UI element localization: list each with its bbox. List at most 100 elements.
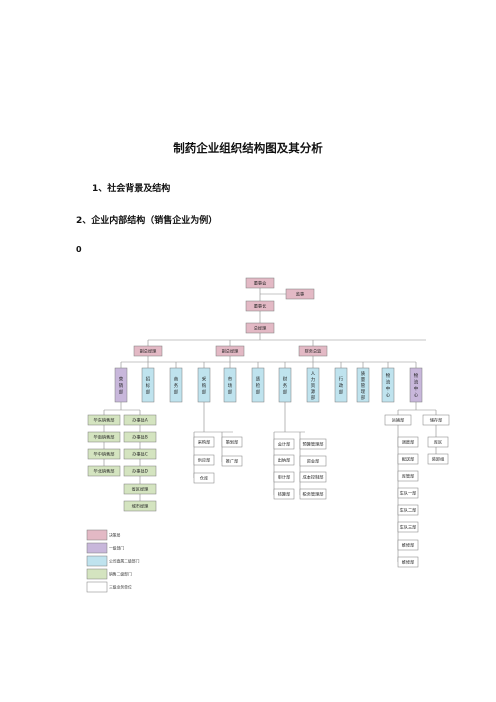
org-box-marketing-unit: 策划部 [221,436,243,448]
org-box-logistics-unit-label: 维修部 [402,559,415,566]
org-box-sales-unit-label: 华东销售部 [94,417,115,424]
org-box-sales-unit: 华南销售部 [87,431,121,443]
org-box-vp-label: 副总经理 [140,348,158,355]
org-box-finance-unit: 核算部 [273,488,295,500]
org-box-logistics-unit: 配送部 [397,453,419,465]
section-heading-structure: 2、企业内部结构（销售企业为例） [76,216,218,226]
legend-label: 公司直属二级部门 [109,559,140,564]
org-box-president-label: 总经理 [254,325,267,331]
org-box-board: 董事会 [245,277,275,289]
org-box-department: 人力资源部 [306,367,320,403]
org-box-logistics-unit: 库管部 [397,470,419,482]
org-box-logistics-unit: 库区 [427,436,449,448]
org-box-vp: 副总经理 [215,345,245,357]
org-box-department: 商务部 [169,367,183,403]
legend-label: 决策层 [109,533,121,538]
org-box-procure-unit: 采购部 [193,436,215,448]
org-box-sales-unit: 华北销售部 [87,465,121,477]
org-box-office-unit-label: 办事处D [132,468,148,475]
org-box-office-unit-label: 城市经理 [132,503,150,510]
org-box-vp: 财务总监 [298,345,328,357]
org-box-department: 质量管理部 [356,367,370,403]
org-box-department-label: 物流中心 [414,372,419,399]
org-box-logistics-unit-label: 装卸组 [432,456,445,463]
org-box-logistics-head: 储存部 [422,414,450,426]
org-box-department-label: 营销部 [119,375,124,395]
org-box-finance-unit-label: 会计部 [278,441,291,448]
org-box-finance-unit-label: 税务管理部 [303,491,324,498]
org-box-logistics-unit-label: 车队一部 [400,490,417,497]
org-box-chairman: 董事长 [245,300,275,312]
org-box-logistics-unit: 调度部 [397,436,419,448]
org-box-finance-unit: 审计部 [273,471,295,483]
org-box-department: 市场部 [223,367,237,403]
org-box-finance-unit: 预算管理部 [299,438,327,450]
org-box-office-unit: 办事处C [123,448,157,460]
org-box-sales-unit: 华东销售部 [87,414,121,426]
org-box-finance-unit: 资金部 [299,455,327,467]
org-box-office-unit: 办事处B [123,431,157,443]
org-box-office-unit: 办事处A [123,414,157,426]
org-box-logistics-head-label: 运输部 [392,417,405,424]
org-box-logistics-unit: 维修部 [397,539,419,551]
org-box-chairman-label: 董事长 [254,303,267,310]
org-box-finance-unit: 税务管理部 [299,488,327,500]
org-box-finance-unit-label: 预算管理部 [303,441,324,448]
org-box-marketing-unit-label: 推广部 [226,458,239,465]
org-box-logistics-unit-label: 调度部 [402,439,415,446]
org-box-marketing-unit-label: 策划部 [226,439,239,446]
org-box-department-label: 招标部 [146,375,151,395]
org-box-department-label: 行政部 [339,375,344,395]
org-box-department: 营销部 [114,367,128,403]
org-boxes: 董事会监事董事长总经理副总经理副总经理财务总监营销部招标部商务部采购部市场部质检… [86,277,450,593]
org-box-finance-unit-label: 出纳部 [278,457,291,464]
org-box-department: 采购部 [197,367,211,403]
org-box-logistics-unit: 车队二部 [397,504,419,516]
legend-label: 销售二级部门 [109,572,132,577]
legend-swatch [86,542,108,554]
org-box-logistics-unit: 车队三部 [397,521,419,533]
org-box-president: 总经理 [245,322,275,334]
org-box-procure-unit: 仓库 [193,472,215,484]
org-box-department-label: 财务部 [283,375,288,395]
org-box-finance-unit-label: 核算部 [278,491,291,498]
org-box-office-unit: 办事处D [123,465,157,477]
org-box-office-unit: 城市经理 [123,500,157,512]
org-box-supervisor: 监事 [285,288,315,300]
org-box-department-label: 质检部 [256,375,261,395]
legend-swatch [86,568,108,580]
section-heading-background: 1、社会背景及结构 [92,184,171,194]
org-box-office-unit-label: 办事处A [132,417,148,424]
legend-label: 一级部门 [109,546,124,551]
legend-swatch [86,555,108,567]
org-box-logistics-head: 运输部 [384,414,412,426]
org-box-office-unit-label: 办事处C [132,451,148,458]
org-box-supervisor-label: 监事 [296,291,304,298]
org-box-logistics-unit-label: 车队三部 [400,524,417,531]
org-box-board-label: 董事会 [254,280,267,287]
org-box-department: 财务部 [278,367,292,403]
org-box-sales-unit-label: 华南销售部 [94,434,115,441]
org-box-department: 行政部 [334,367,348,403]
org-box-vp: 副总经理 [133,345,163,357]
org-box-sales-unit-label: 华中销售部 [94,451,115,458]
org-box-logistics-unit-label: 库管部 [402,473,415,480]
org-box-finance-unit-label: 审计部 [278,474,291,481]
org-box-office-unit: 省区经理 [123,483,157,495]
org-box-logistics-unit-label: 配送部 [402,456,415,463]
org-box-department-label: 人力资源部 [311,371,316,401]
org-box-department-label: 采购部 [202,375,207,395]
org-box-sales-unit: 华中销售部 [87,448,121,460]
org-box-marketing-unit: 推广部 [221,455,243,467]
org-box-office-unit-label: 办事处B [132,434,148,441]
org-box-logistics-unit: 车队一部 [397,487,419,499]
figure-marker: 0 [76,245,82,254]
org-box-department: 物流中心 [381,367,395,403]
org-box-department: 招标部 [141,367,155,403]
org-box-department: 物流中心 [409,367,423,403]
org-box-procure-unit-label: 采购部 [198,439,211,446]
org-box-procure-unit: 供应部 [193,454,215,466]
org-box-vp-label: 财务总监 [305,348,322,355]
org-box-procure-unit-label: 供应部 [198,457,211,464]
